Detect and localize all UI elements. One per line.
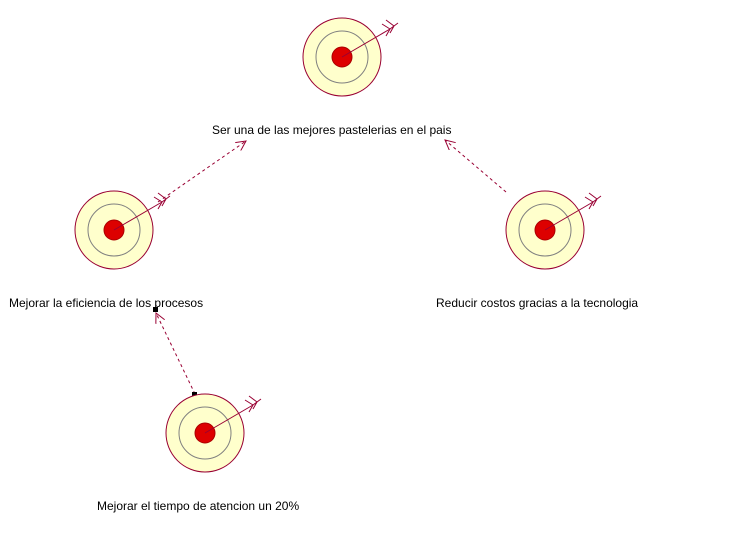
connector-efficiency-to-main[interactable] <box>157 141 246 203</box>
target-arrow-icon[interactable] <box>302 17 399 97</box>
connector-time-to-efficiency[interactable] <box>156 313 196 395</box>
goal-label-efficiency[interactable]: Mejorar la eficiencia de los procesos <box>9 296 204 310</box>
goal-label-attention-time[interactable]: Mejorar el tiempo de atencion un 20% <box>97 499 300 513</box>
selection-handle-end[interactable] <box>192 392 197 397</box>
selection-handle-start[interactable] <box>153 307 158 312</box>
goal-label-costs[interactable]: Reducir costos gracias a la tecnologia <box>436 296 639 310</box>
goal-label-main[interactable]: Ser una de las mejores pastelerias en el… <box>212 123 452 137</box>
connector-costs-to-main[interactable] <box>445 140 507 193</box>
target-arrow-icon[interactable] <box>74 190 171 270</box>
target-arrow-icon[interactable] <box>505 190 602 270</box>
target-arrow-icon[interactable] <box>165 393 262 473</box>
